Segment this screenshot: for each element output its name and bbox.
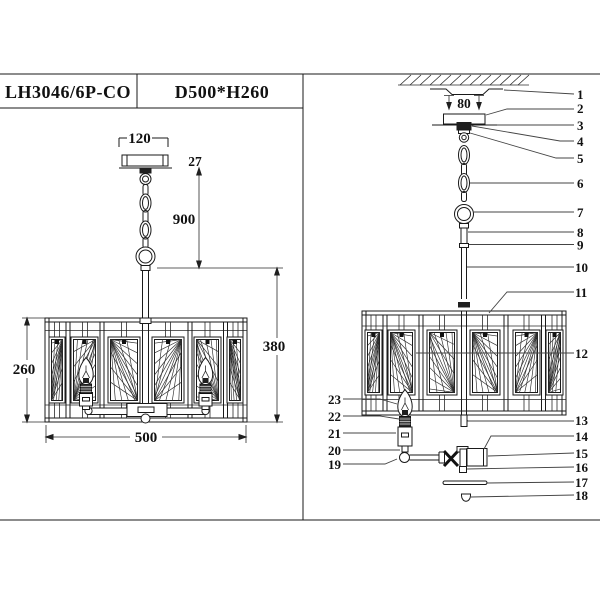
- part-number: 8: [577, 225, 584, 240]
- part-number: 16: [575, 460, 589, 475]
- crystal-panel: [512, 329, 541, 396]
- crystal-panel: [48, 336, 66, 404]
- flange: [459, 466, 467, 473]
- part-number: 6: [577, 176, 584, 191]
- crystal-panel: [387, 329, 416, 396]
- part-number: 9: [577, 238, 584, 253]
- part-number: 2: [577, 101, 584, 116]
- exploded-crystal-panels: [364, 329, 564, 396]
- front-bulb-right: [197, 357, 214, 410]
- part-number: 1: [577, 87, 584, 102]
- dim-diameter: 500: [135, 430, 158, 446]
- part-numbers-left: 23 22 21 20 19: [328, 392, 342, 472]
- dim-mount-lines: [444, 95, 484, 111]
- crystal-panel: [151, 336, 185, 404]
- stem-collar: [139, 317, 152, 324]
- part-number: 19: [328, 457, 342, 472]
- center-pin: [460, 414, 468, 427]
- part-number: 20: [328, 443, 341, 458]
- model-code: LH3046/6P-CO: [5, 82, 131, 102]
- crystal-panel: [226, 336, 244, 404]
- part-number: 13: [575, 413, 589, 428]
- dim-body-height: 380: [263, 339, 286, 355]
- exploded-chain: [454, 145, 474, 308]
- part-number: 7: [577, 205, 584, 220]
- dim-canopy-width: 120: [128, 131, 151, 147]
- part-number: 22: [328, 409, 341, 424]
- part-numbers-right: 1 2 3 4 5 6 7 8 9 10 11 12 13 14 15 16 1…: [575, 87, 589, 503]
- part-number: 23: [328, 392, 342, 407]
- part-number: 18: [575, 488, 589, 503]
- crystal-panel: [469, 329, 501, 396]
- ceiling-hatch: [398, 74, 530, 86]
- leader-lines: [343, 89, 575, 498]
- front-arms-hub: [84, 403, 210, 424]
- front-mullions: [65, 322, 228, 418]
- crystal-panel: [426, 329, 458, 396]
- part-number: 11: [575, 285, 587, 300]
- front-view: 120 27 900: [11, 131, 288, 446]
- title-block: [0, 73, 600, 521]
- crystal-panel: [107, 336, 141, 404]
- front-chain: [135, 168, 156, 318]
- size-code: D500*H260: [175, 82, 270, 102]
- part-number: 3: [577, 118, 584, 133]
- dim-suspension: 900: [173, 212, 196, 228]
- part-number: 21: [328, 426, 341, 441]
- hanging-loop: [458, 132, 470, 143]
- exploded-mullions: [382, 315, 546, 411]
- arm-cylinder: [466, 448, 488, 467]
- finial-cap: [461, 493, 471, 502]
- exploded-view: 80: [328, 74, 589, 503]
- exploded-bulb-assembly: [397, 389, 445, 464]
- dim-suspension-lines: [157, 166, 283, 270]
- dim-canopy-height: 27: [188, 154, 202, 169]
- part-number: 14: [575, 429, 589, 444]
- lock-nut: [456, 122, 472, 131]
- mounting-strap: [430, 88, 503, 95]
- front-crystal-panels: [48, 336, 244, 404]
- lock-cross: [442, 449, 460, 468]
- dim-mount-spacing: 80: [457, 96, 471, 111]
- part-number: 15: [575, 446, 589, 461]
- exploded-arm-parts: [442, 446, 488, 502]
- threaded-rod: [442, 480, 488, 485]
- bottom-finial: [140, 413, 151, 424]
- part-number: 17: [575, 475, 589, 490]
- part-number: 10: [575, 260, 588, 275]
- part-number: 12: [575, 346, 588, 361]
- part-number: 4: [577, 134, 584, 149]
- dim-shade-height: 260: [13, 362, 36, 378]
- crystal-panel: [364, 329, 383, 396]
- crystal-panel: [545, 329, 564, 396]
- part-number: 5: [577, 151, 584, 166]
- front-bulb-left: [78, 357, 94, 410]
